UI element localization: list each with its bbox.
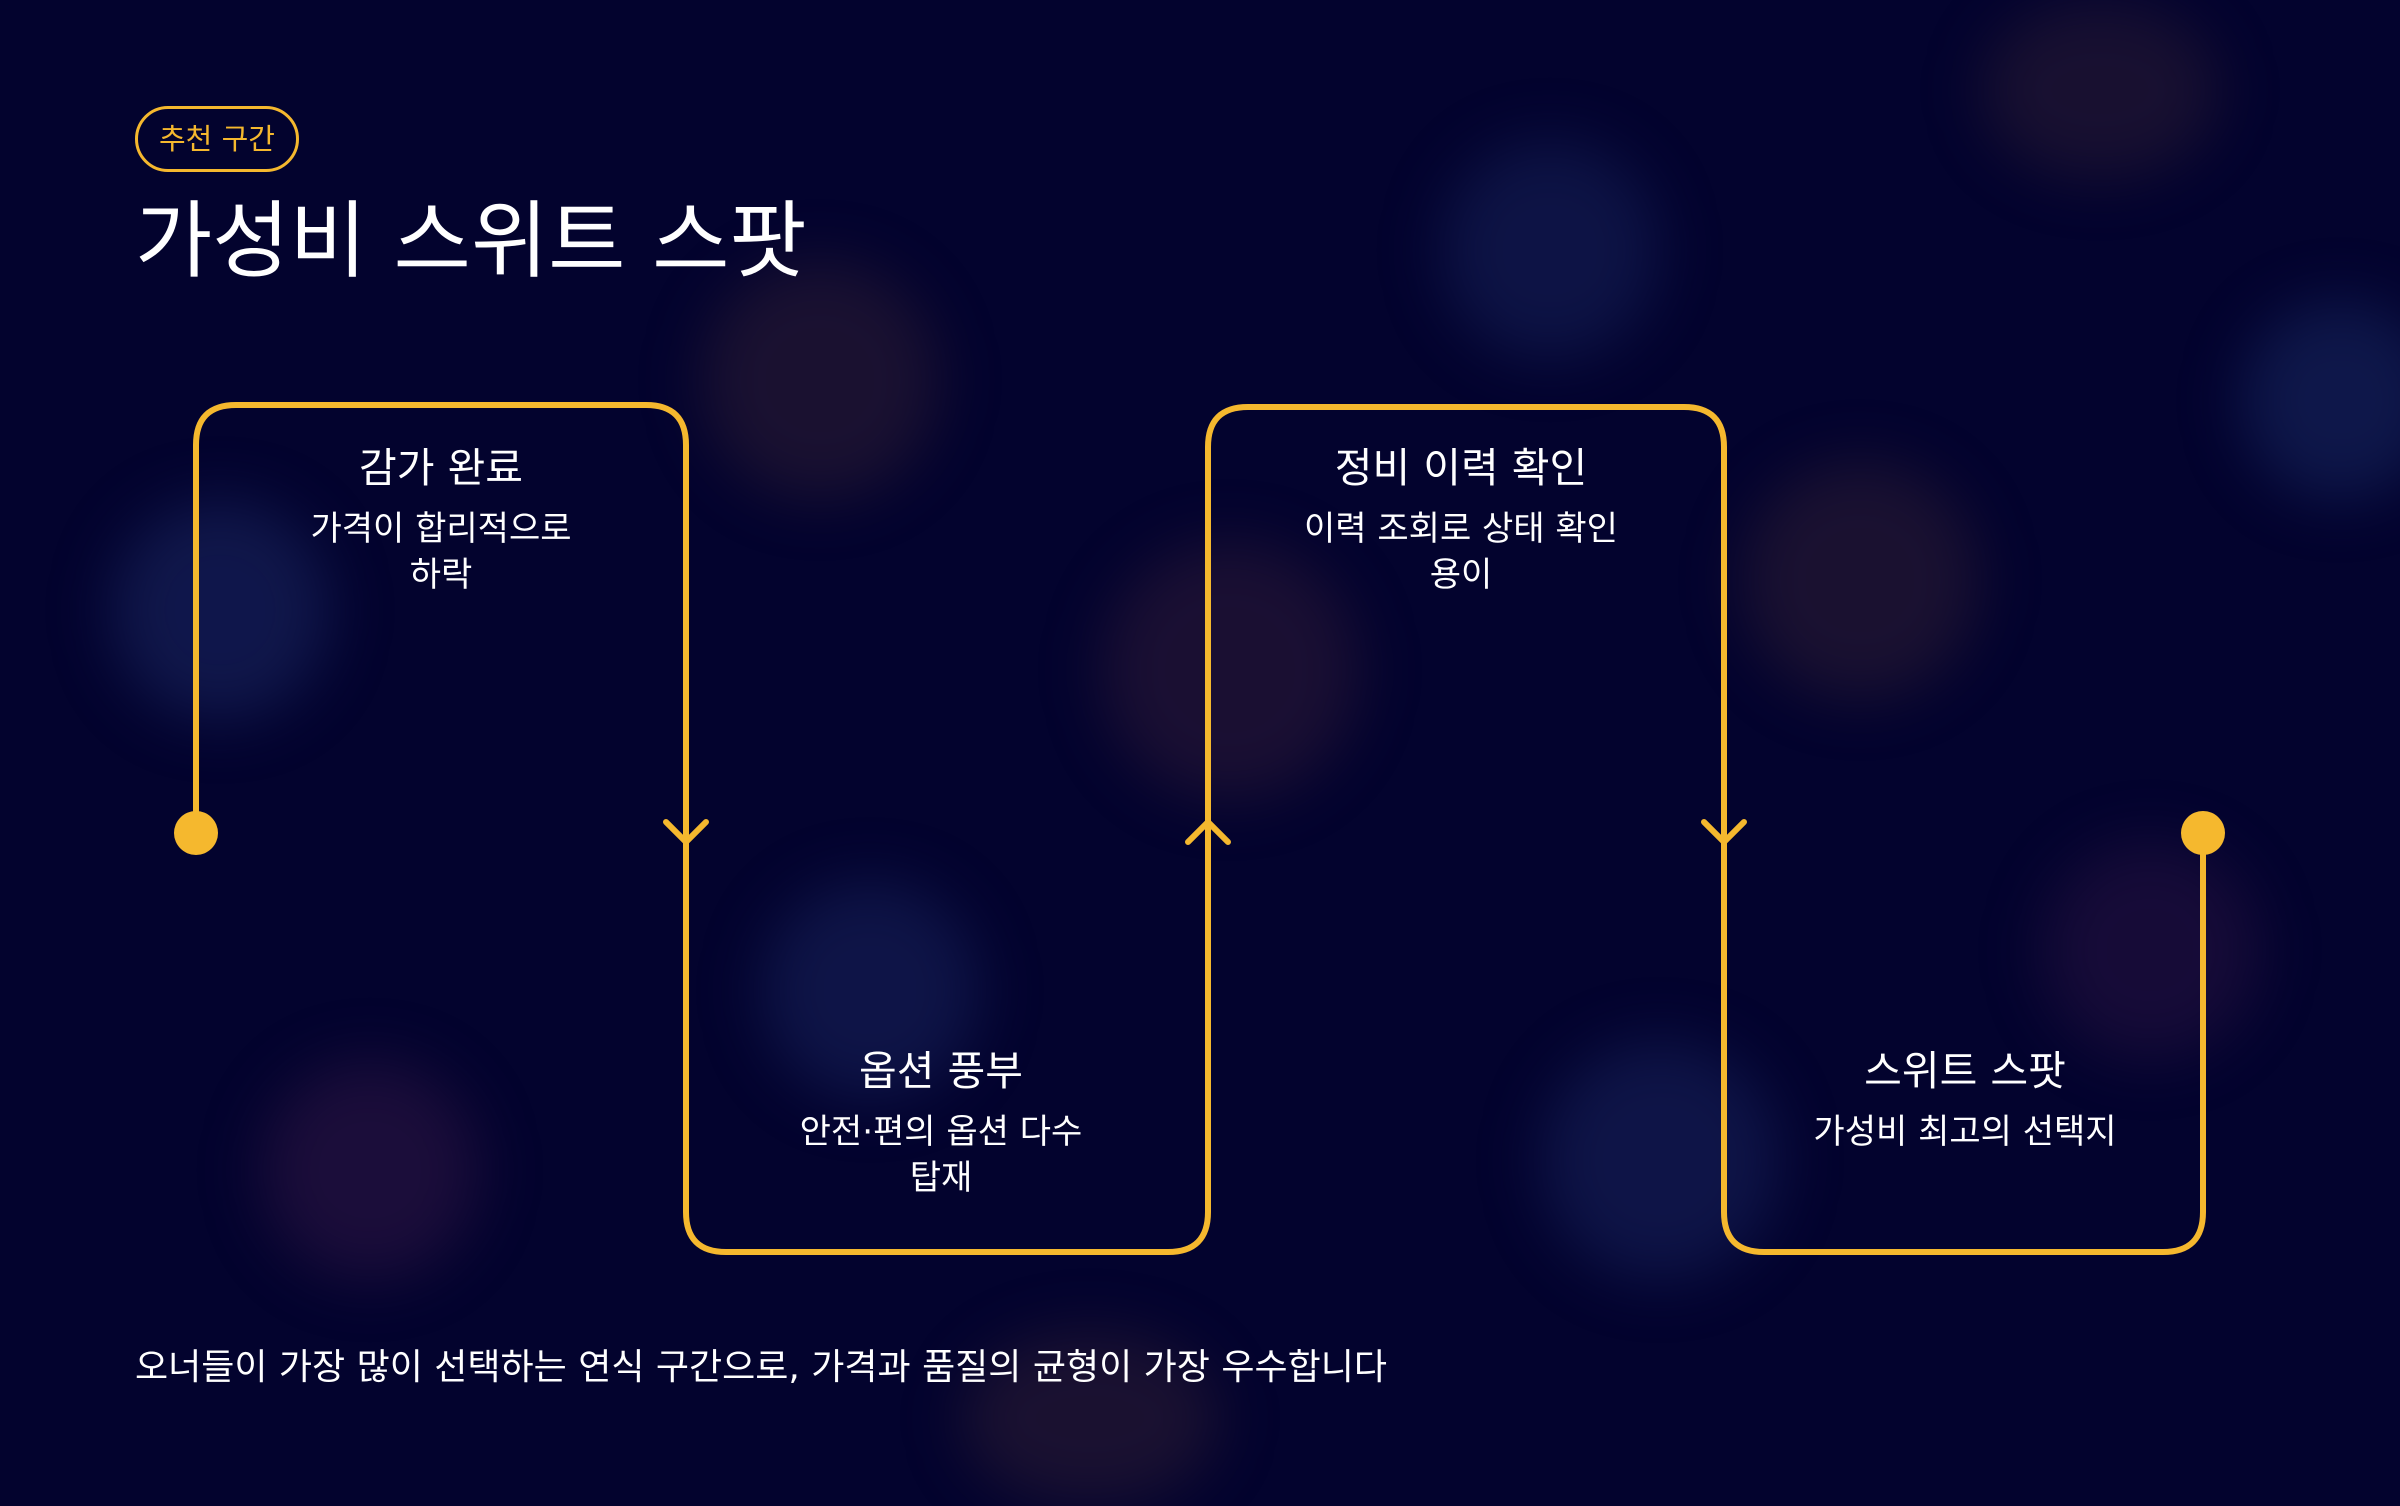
footer-note: 오너들이 가장 많이 선택하는 연식 구간으로, 가격과 품질의 균형이 가장 …	[135, 1347, 1387, 1388]
step-description: 안전·편의 옵션 다수 탑재	[799, 1112, 1083, 1198]
page-title: 가성비 스위트 스팟	[135, 192, 807, 290]
step-description: 가성비 최고의 선택지	[1813, 1112, 2117, 1152]
step-depreciation: 감가 완료 가격이 합리적으로 하락	[231, 440, 651, 598]
start-dot	[174, 811, 218, 855]
section-badge: 추천 구간	[135, 106, 299, 172]
step-description: 가격이 합리적으로 하락	[310, 509, 572, 595]
step-title: 감가 완료	[359, 444, 523, 492]
step-maintenance-history: 정비 이력 확인 이력 조회로 상태 확인 용이	[1251, 440, 1671, 598]
step-description: 이력 조회로 상태 확인 용이	[1304, 509, 1618, 595]
step-options: 옵션 풍부 안전·편의 옵션 다수 탑재	[731, 1043, 1151, 1201]
step-title: 옵션 풍부	[859, 1047, 1023, 1095]
flow-path	[193, 402, 2206, 1255]
arrow-up-icon	[1185, 819, 1231, 845]
step-title: 정비 이력 확인	[1334, 444, 1588, 492]
arrow-down-icon	[663, 819, 709, 845]
step-sweet-spot: 스위트 스팟 가성비 최고의 선택지	[1755, 1043, 2175, 1155]
end-dot	[2181, 811, 2225, 855]
arrow-down-icon	[1701, 819, 1747, 845]
step-title: 스위트 스팟	[1864, 1047, 2066, 1095]
